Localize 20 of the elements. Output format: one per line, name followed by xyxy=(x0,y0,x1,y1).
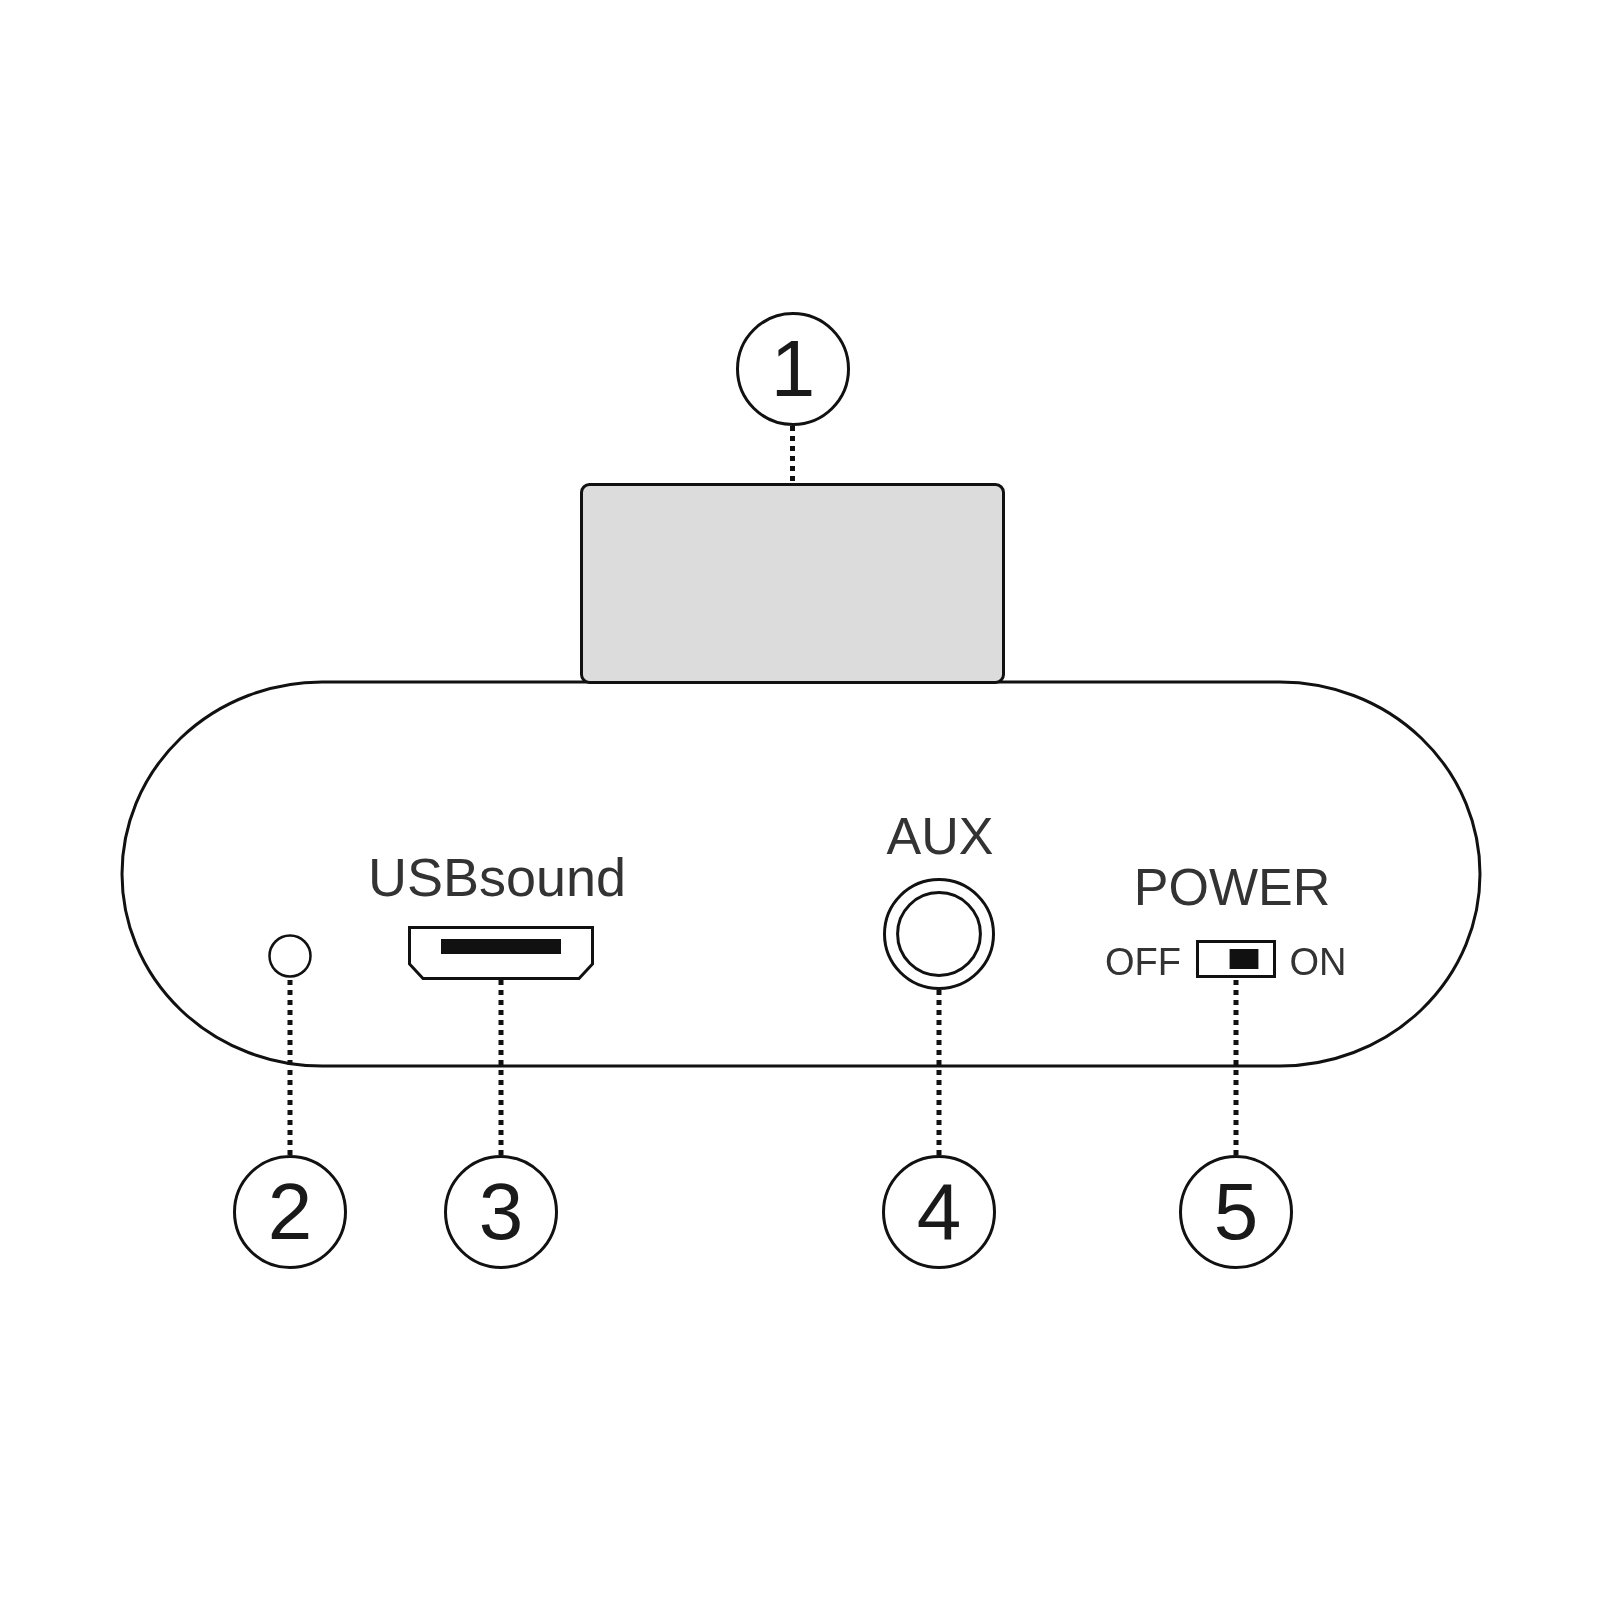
leader-line xyxy=(498,980,504,1155)
leader-line xyxy=(287,978,293,1155)
module-block xyxy=(580,483,1005,684)
part-label: USBsound xyxy=(367,850,627,904)
switch-position-label: OFF xyxy=(1105,943,1181,981)
callout-number: 3 xyxy=(444,1155,558,1269)
slide-switch xyxy=(1196,940,1276,978)
usb-port xyxy=(408,926,594,980)
audio-jack xyxy=(883,878,995,990)
switch-position-label: ON xyxy=(1289,943,1347,981)
leader-line xyxy=(1233,978,1239,1155)
leader-line xyxy=(790,426,795,483)
callout-number: 4 xyxy=(882,1155,996,1269)
led-hole xyxy=(268,934,312,978)
callout-number: 2 xyxy=(233,1155,347,1269)
part-label: AUX xyxy=(886,810,994,862)
callout-number: 5 xyxy=(1179,1155,1293,1269)
callout-number: 1 xyxy=(736,312,850,426)
leader-line xyxy=(936,990,942,1155)
part-label: POWER xyxy=(1133,861,1331,913)
